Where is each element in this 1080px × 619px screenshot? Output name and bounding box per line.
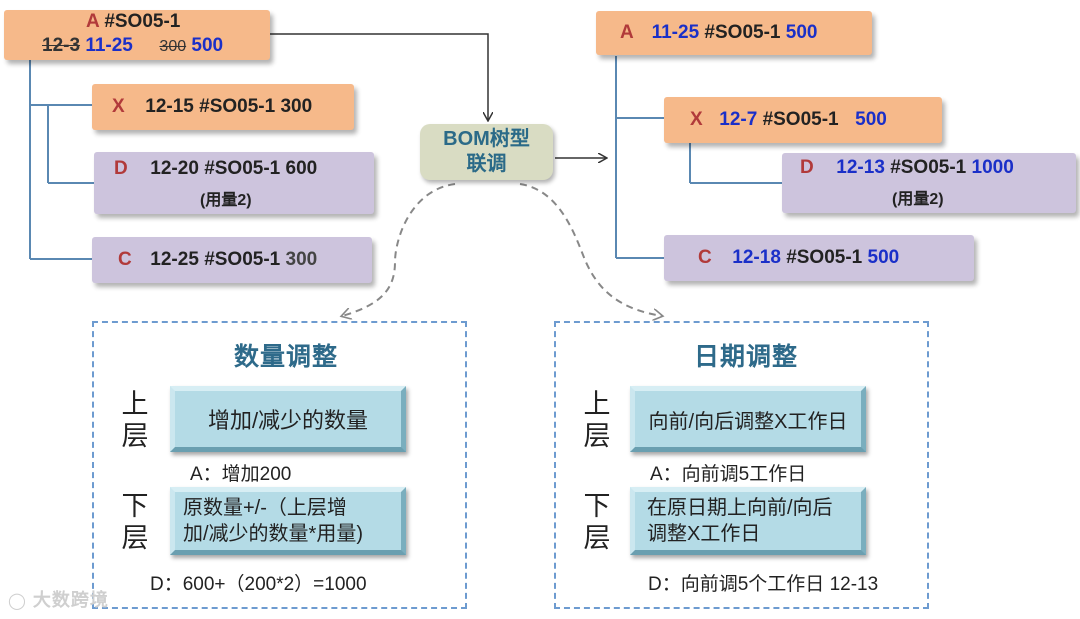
arrow-to-bom [270,33,488,120]
quantity-upper-box: 增加/减少的数量 [170,386,406,452]
date-upper-label: 上层 [583,389,611,451]
left-node-a-date-new: 11-25 [85,35,133,56]
left-node-d-note: (用量2) [200,192,252,209]
right-node-x-qty: 500 [855,109,887,130]
quantity-adjust-panel [92,321,467,609]
date-adjust-panel [554,321,929,609]
right-node-d-qty: 1000 [971,157,1014,178]
right-node-d-date: 12-13 [836,157,885,178]
right-node-a: A 11-25 #SO05-1 500 [596,11,872,55]
dashed-arrow-right [519,183,662,316]
quantity-lower-box-line1: 原数量+/-（上层增 [183,497,347,519]
right-tree-lines [615,56,782,259]
right-node-d-note: (用量2) [892,191,944,208]
right-node-a-date: 11-25 [651,22,700,43]
left-node-x-letter: X [112,96,125,117]
date-lower-box: 在原日期上向前/向后 调整X工作日 [630,487,866,555]
left-node-a-letter: A [86,11,100,32]
watermark-logo-icon: ◯ [8,593,27,610]
quantity-lower-label: 下层 [121,491,149,553]
date-upper-box-text: 向前/向后调整X工作日 [648,410,848,433]
bom-label-line1: BOM树型 [443,128,530,150]
bom-joint-adjust-node: BOM树型 联调 [420,124,553,180]
date-upper-note: A：向前调5工作日 [650,464,807,485]
right-node-a-order: #SO05-1 [704,22,781,43]
left-node-a-qty-new: 500 [191,35,224,56]
right-node-c-letter: C [698,247,712,268]
date-lower-box-line1: 在原日期上向前/向后 [647,497,833,519]
quantity-panel-title: 数量调整 [234,343,339,371]
quantity-lower-note: D：600+（200*2）=1000 [150,574,367,595]
left-node-x-order: #SO05-1 [199,96,276,117]
left-node-x-date: 12-15 [145,96,194,117]
quantity-upper-note: A：增加200 [190,464,292,485]
left-node-x: X 12-15 #SO05-1 300 [92,84,354,130]
right-node-c-qty: 500 [867,247,900,268]
right-node-c-order: #SO05-1 [786,247,863,268]
right-node-d: D 12-13 #SO05-1 1000 (用量2) [782,153,1076,213]
right-node-a-letter: A [620,22,634,43]
quantity-upper-label: 上层 [121,389,149,451]
left-node-a: A #SO05-1 12-3 11-25 300 500 [4,10,270,60]
left-node-d-order: #SO05-1 [204,158,281,179]
left-node-d-date: 12-20 [150,158,199,179]
left-node-c-date: 12-25 [150,249,199,270]
watermark: ◯ 大数跨境 [8,586,109,612]
right-node-x: X 12-7 #SO05-1 500 [664,97,942,143]
date-lower-box-line2: 调整X工作日 [647,523,761,545]
left-node-d-qty: 600 [285,158,318,179]
left-node-c-order: #SO05-1 [204,249,281,270]
right-node-c-date: 12-18 [732,247,781,268]
left-node-a-qty-old: 300 [159,38,187,55]
dashed-arrow-left [342,183,456,316]
right-node-d-letter: D [800,157,814,178]
left-node-a-order: #SO05-1 [104,11,181,32]
left-node-a-date-old: 12-3 [42,35,81,56]
quantity-lower-box: 原数量+/-（上层增 加/减少的数量*用量) [170,487,406,555]
bom-label-line2: 联调 [466,153,507,175]
right-node-d-order: #SO05-1 [890,157,967,178]
left-node-d: D 12-20 #SO05-1 600 (用量2) [94,152,374,214]
right-node-c: C 12-18 #SO05-1 500 [664,235,974,281]
date-lower-note: D：向前调5个工作日 12-13 [648,574,879,595]
quantity-lower-box-line2: 加/减少的数量*用量) [183,523,363,545]
date-lower-label: 下层 [583,491,611,553]
quantity-upper-box-text: 增加/减少的数量 [207,408,369,433]
right-node-a-qty: 500 [785,22,818,43]
right-node-x-date: 12-7 [719,109,758,130]
left-node-d-letter: D [114,158,128,179]
watermark-text: 大数跨境 [32,590,109,610]
left-node-c-qty: 300 [285,249,318,270]
left-node-c: C 12-25 #SO05-1 300 [92,237,372,283]
left-node-c-letter: C [118,249,132,270]
right-node-x-letter: X [690,109,703,130]
date-upper-box: 向前/向后调整X工作日 [630,386,866,452]
right-node-x-order: #SO05-1 [762,109,839,130]
date-panel-title: 日期调整 [694,343,799,371]
left-node-x-qty: 300 [280,96,313,117]
left-tree-lines [29,60,94,260]
